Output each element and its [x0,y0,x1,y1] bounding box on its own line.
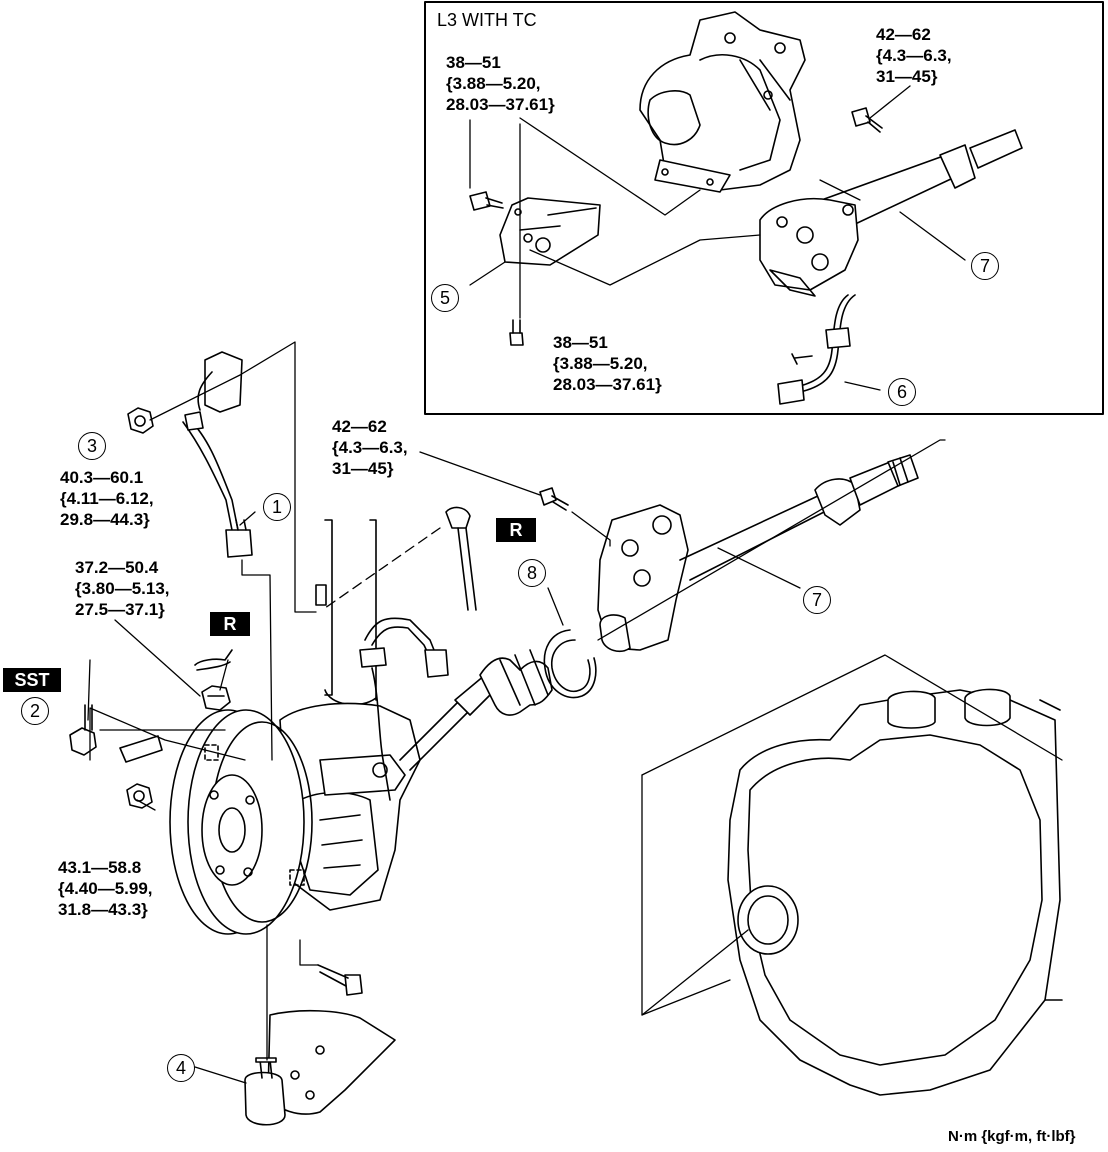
inset-transmission-housing [639,11,806,193]
lower-bolt [317,964,363,996]
abs-nut-3 [127,407,154,434]
brake-disc [169,709,313,935]
transmission-case [727,688,1063,1096]
drive-shaft-boot [399,649,553,771]
inset-abs-harness-6 [777,294,856,405]
inset-bolt-lower [509,319,524,346]
torque-abs-nut: 40.3—60.1 {4.11—6.12, 29.8—44.3} [60,468,154,529]
callout-4: 4 [167,1054,195,1082]
inset-bolt-bracket [851,107,883,133]
torque-inset-bolt-upper: 38—51 {3.88—5.20, 28.03—37.61} [446,53,555,114]
brake-hose [359,617,449,801]
torque-inset-bracket-bolt: 42—62 {4.3—6.3, 31—45} [876,25,952,86]
callout-8: 8 [518,559,546,587]
torque-inset-bolt-lower: 38—51 {3.88—5.20, 28.03—37.61} [553,333,662,394]
torque-castle-nut: 37.2—50.4 {3.80—5.13, 27.5—37.1} [75,558,170,619]
torque-bearing-bracket-bolt: 42—62 {4.3—6.3, 31—45} [332,417,408,478]
torque-knuckle-nut: 43.1—58.8 {4.40—5.99, 31.8—43.3} [58,858,153,919]
callout-7-inset: 7 [971,252,999,280]
inset-title: L3 WITH TC [437,10,537,30]
knuckle-assembly [279,519,421,911]
abs-sensor-harness-1 [182,351,253,558]
inset-bolt-upper [469,191,504,211]
callout-3: 3 [78,432,106,460]
lower-arm-ball-joint-4 [244,1009,396,1126]
inset-leaders [469,85,966,391]
sst-badge: SST [3,668,61,692]
callout-1: 1 [263,493,291,521]
castle-nut-and-pin [194,649,233,711]
inset-frame [424,1,1104,415]
inset-drive-shaft-7 [759,129,1023,297]
bearing-bracket-bolt [539,487,569,511]
drive-shaft-7 [597,454,919,652]
tie-rod-link [315,506,477,611]
main-leaders [87,341,1063,1084]
units-label: N·m {kgf·m, ft·lbf} [948,1128,1076,1145]
snap-ring-8 [543,629,597,699]
replace-badge-snap-ring: R [496,518,536,542]
callout-5: 5 [431,284,459,312]
inset-bracket-5 [499,197,601,266]
callout-6: 6 [888,378,916,406]
knuckle-nut [126,783,153,809]
replace-badge-castle-nut: R [210,612,250,636]
callout-2: 2 [21,697,49,725]
knuckle-bolt-2 [69,704,163,763]
callout-7: 7 [803,586,831,614]
